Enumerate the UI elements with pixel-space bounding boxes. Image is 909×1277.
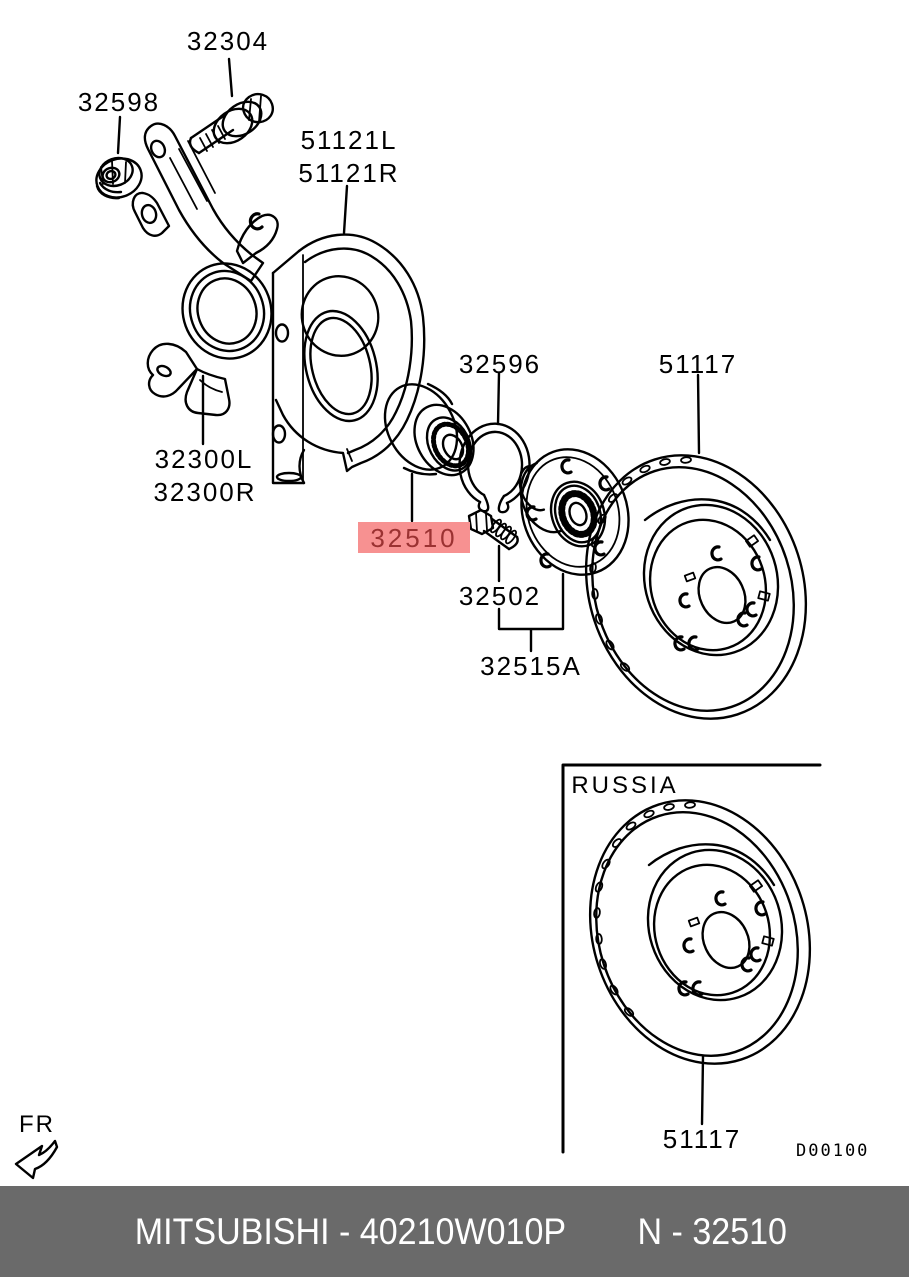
nut-drawing (95, 156, 143, 200)
bearing-drawing (383, 382, 475, 477)
footer-part-reference: N - 32510 (637, 1211, 787, 1252)
footer-brand-part-number: MITSUBISHI - 40210W010P (134, 1211, 566, 1252)
brake-disc-drawing (551, 424, 841, 750)
russia-region-label: RUSSIA (571, 772, 679, 799)
part-label-51121R[interactable]: 51121R (298, 158, 400, 188)
part-label-32300L[interactable]: 32300L (154, 444, 254, 474)
leader-lines (116, 57, 705, 1126)
part-label-32300R[interactable]: 32300R (153, 477, 257, 507)
hub-drawing (518, 448, 630, 576)
part-label-32598[interactable]: 32598 (77, 87, 161, 117)
russia-brake-disc-drawing (555, 769, 845, 1095)
highlighted-part-number: 32510 (370, 522, 458, 553)
part-label-32515A[interactable]: 32515A (480, 651, 582, 681)
dust-shield-drawing (271, 233, 426, 485)
bolt-drawing (188, 93, 274, 155)
russia-box (561, 763, 822, 1154)
fr-arrow-icon (14, 1139, 59, 1180)
stud-drawing (467, 508, 519, 551)
drawing-code: D00100 (796, 1141, 870, 1161)
part-label-32304[interactable]: 32304 (186, 26, 270, 56)
knuckle-drawing (131, 122, 279, 417)
part-label-32502[interactable]: 32502 (458, 581, 542, 611)
part-label-32596[interactable]: 32596 (458, 349, 542, 379)
part-label-51121L[interactable]: 51121L (300, 125, 398, 155)
part-label-51117-main[interactable]: 51117 (658, 349, 738, 379)
part-label-51117-russia[interactable]: 51117 (662, 1124, 742, 1154)
part-label-32510-highlighted[interactable]: 32510 (358, 522, 470, 553)
fr-direction-label: FR (19, 1111, 55, 1138)
footer-bar: MITSUBISHI - 40210W010P N - 32510 (0, 1186, 909, 1277)
snap-ring-drawing (458, 422, 531, 514)
